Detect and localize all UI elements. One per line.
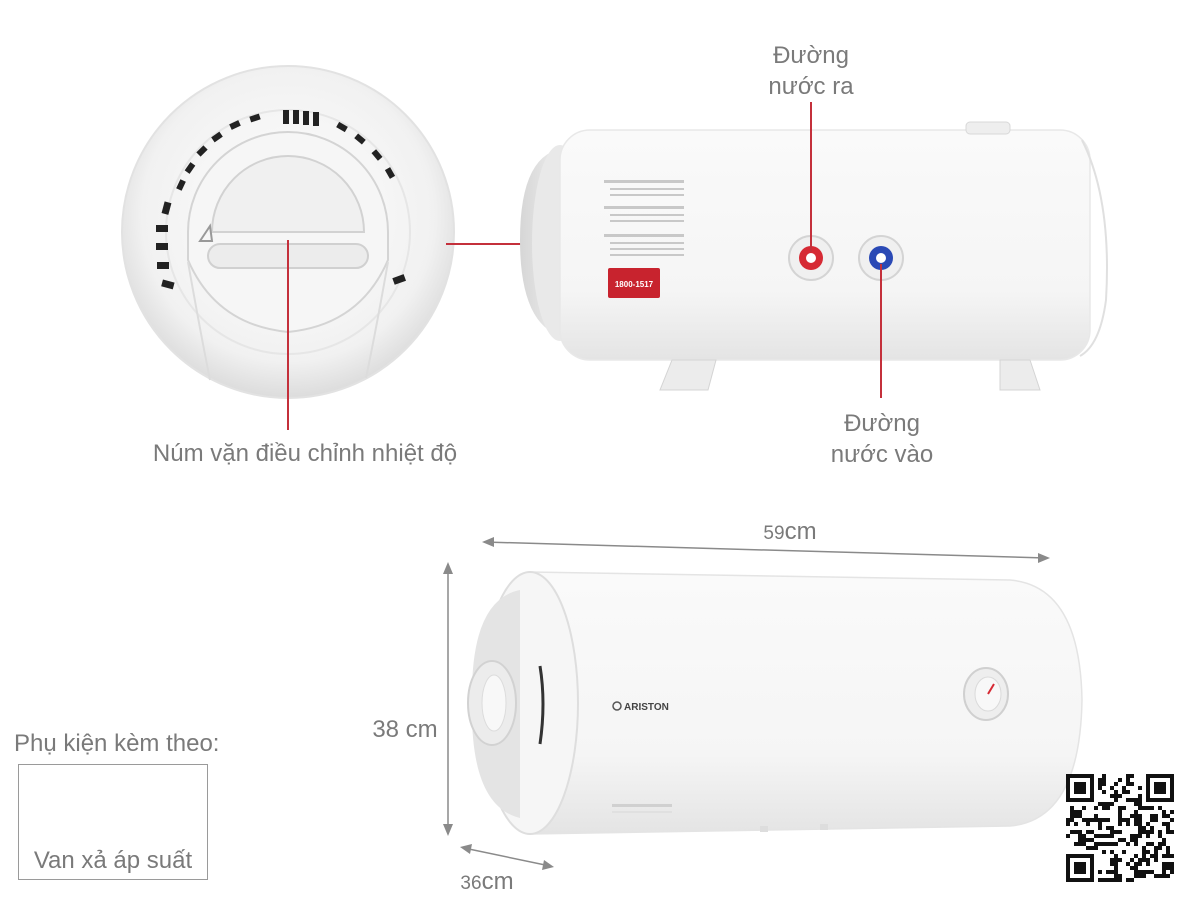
inlet-label: Đường nước vào — [800, 408, 964, 470]
accessory-caption: Van xả áp suất — [33, 847, 193, 874]
heater-tank-bottom: ARISTON — [467, 571, 1083, 835]
hotline-sticker: 1800-1517 — [608, 268, 660, 298]
qr-code[interactable] — [1066, 774, 1174, 882]
depth-dimension-arrow — [460, 844, 554, 870]
thermometer-gauge — [963, 667, 1009, 721]
warning-label — [604, 180, 684, 256]
depth-dimension-value: 36 — [460, 873, 482, 894]
outlet-port — [788, 235, 834, 281]
accessory-box: Van xả áp suất — [18, 764, 208, 880]
width-dimension-arrow — [482, 537, 1050, 563]
inlet-port — [858, 235, 904, 281]
temperature-scale-ticks — [156, 110, 407, 290]
inlet-label-line-2: nước vào — [830, 441, 934, 469]
ariston-logo: ARISTON — [612, 701, 669, 713]
width-dimension-unit: cm — [784, 518, 817, 545]
height-dimension-label: 38 cm — [372, 716, 438, 743]
knob-label: Núm vặn điều chỉnh nhiệt độ — [152, 440, 458, 467]
width-dimension-label: 59cm — [720, 516, 860, 547]
outlet-label-line-2: nước ra — [768, 73, 854, 101]
depth-dimension-label: 36cm — [432, 866, 542, 897]
inlet-label-line-1: Đường — [844, 410, 920, 437]
outlet-label: Đường nước ra — [728, 40, 894, 102]
knob-pointer-icon — [198, 223, 214, 242]
width-dimension-value: 59 — [763, 523, 785, 544]
depth-dimension-unit: cm — [481, 868, 514, 895]
heater-tank-top: 1800-1517 — [520, 121, 1108, 391]
brand-name: ARISTON — [624, 702, 669, 713]
temperature-dial — [121, 65, 455, 399]
height-dimension-arrow — [443, 562, 453, 836]
hotline-number: 1800-1517 — [615, 280, 654, 289]
outlet-label-line-1: Đường — [773, 42, 849, 69]
accessory-title: Phụ kiện kèm theo: — [14, 730, 220, 757]
